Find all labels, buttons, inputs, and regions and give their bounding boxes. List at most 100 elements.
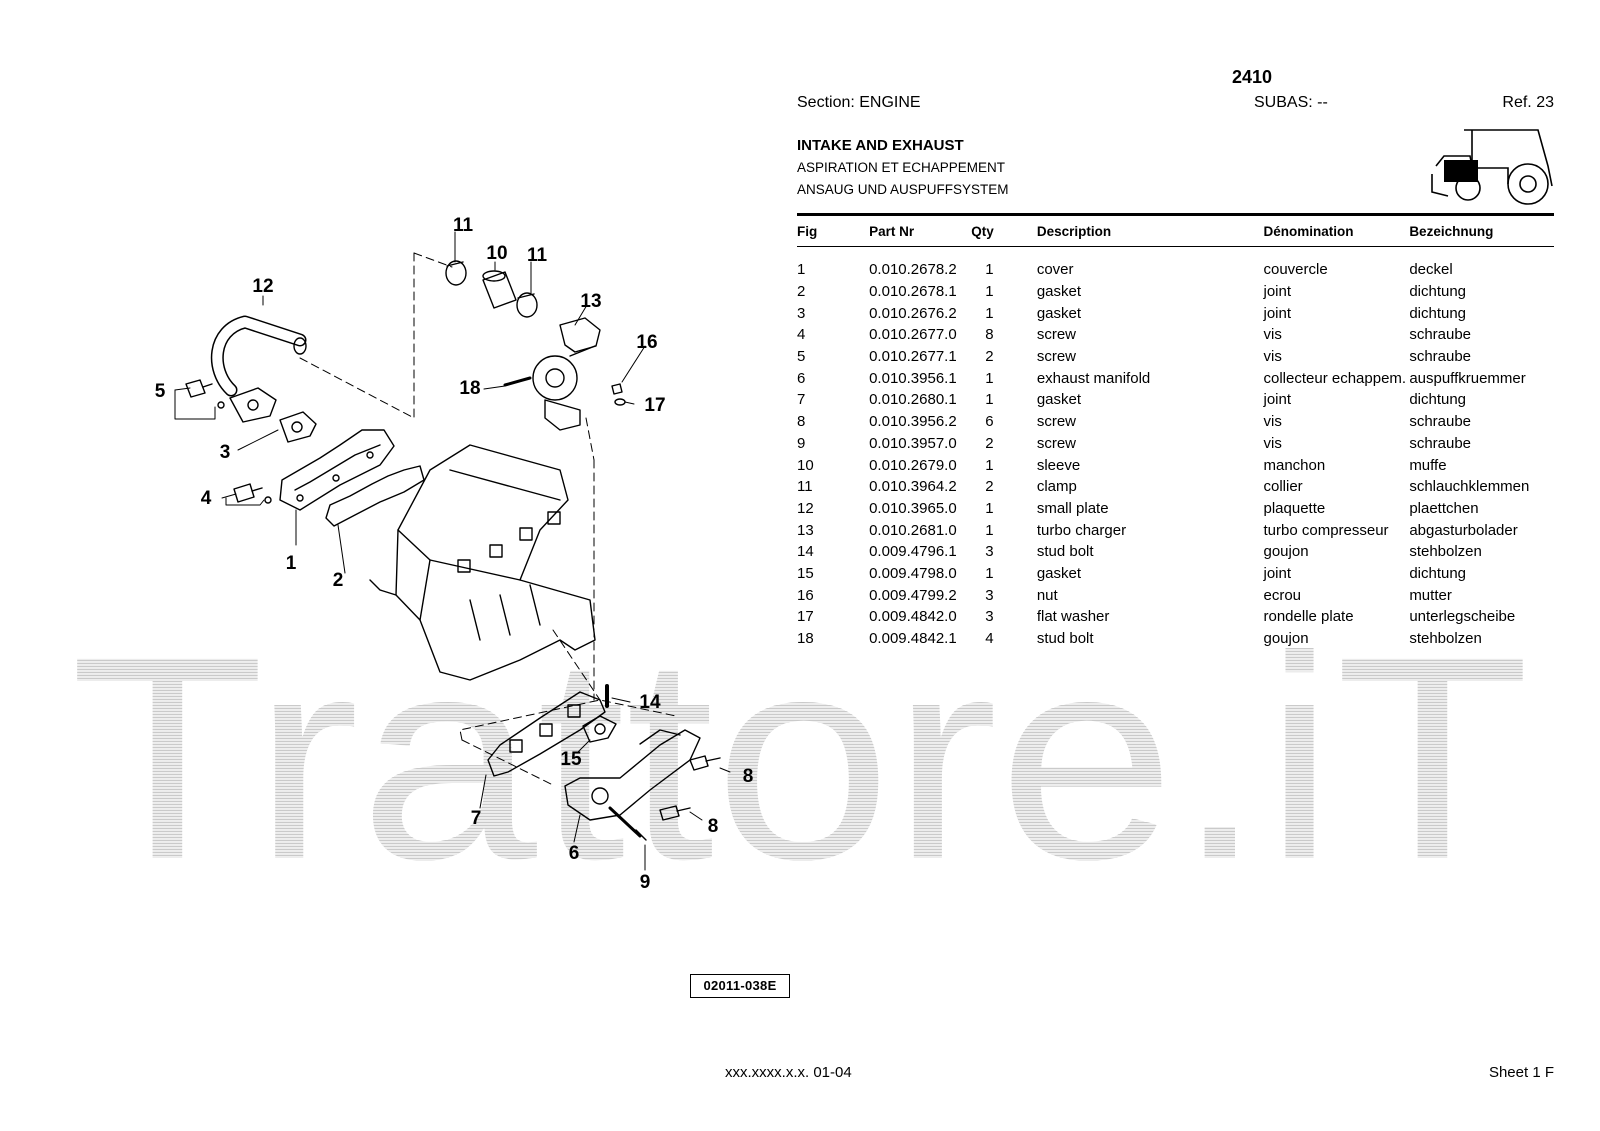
cell-part-nr: 0.010.2677.1: [869, 348, 957, 366]
cell-denomination: joint: [1263, 283, 1292, 301]
cell-description: nut: [1036, 586, 1058, 604]
section-title-french: ASPIRATION ET ECHAPPEMENT: [797, 160, 1006, 175]
callout-8b: 8: [708, 816, 719, 837]
cell-qty: 2: [985, 348, 994, 366]
cell-denomination: plaquette: [1263, 499, 1326, 517]
cell-description: screw: [1036, 434, 1077, 452]
callout-4: 4: [201, 488, 212, 509]
callout-2: 2: [333, 570, 344, 591]
cell-description: stud bolt: [1036, 630, 1094, 648]
cell-fig: 2: [797, 283, 806, 301]
cell-qty: 2: [985, 478, 994, 496]
cell-denomination: couvercle: [1263, 261, 1328, 279]
cell-part-nr: 0.010.3956.1: [869, 369, 957, 387]
cell-description: sleeve: [1036, 456, 1081, 474]
cell-denomination: ecrou: [1263, 586, 1302, 604]
cell-denomination: vis: [1263, 348, 1282, 366]
cell-part-nr: 0.009.4796.1: [869, 543, 957, 561]
cell-qty: 6: [985, 413, 994, 431]
cell-denomination: vis: [1263, 434, 1282, 452]
cell-description: gasket: [1036, 391, 1082, 409]
cell-bezeichnung: muffe: [1409, 456, 1447, 474]
cell-part-nr: 0.009.4798.0: [869, 564, 957, 582]
table-header-row: Fig Part Nr Qty Description Dénomination…: [797, 213, 1554, 247]
cell-part-nr: 0.009.4842.0: [869, 608, 957, 626]
cell-qty: 1: [985, 283, 994, 301]
model-number: 2410: [1232, 67, 1273, 87]
cell-denomination: goujon: [1263, 543, 1309, 561]
cell-fig: 7: [797, 391, 806, 409]
cell-bezeichnung: dichtung: [1409, 564, 1467, 582]
cell-description: flat washer: [1036, 608, 1110, 626]
cell-bezeichnung: dichtung: [1409, 283, 1467, 301]
cell-part-nr: 0.009.4799.2: [869, 586, 957, 604]
cell-bezeichnung: stehbolzen: [1409, 630, 1482, 648]
section-title: INTAKE AND EXHAUST: [797, 137, 964, 154]
callout-12: 12: [252, 276, 273, 297]
cell-description: gasket: [1036, 564, 1082, 582]
exploded-parts-diagram: 1 2 3 4 5 6 7 8 8 9 10 11 11 12 13 14 15…: [155, 215, 754, 893]
cell-bezeichnung: unterlegscheibe: [1409, 608, 1516, 626]
cell-fig: 10: [797, 456, 814, 474]
cell-denomination: joint: [1263, 391, 1292, 409]
col-header-denomination: Dénomination: [1263, 213, 1410, 247]
callout-1: 1: [286, 553, 297, 574]
cell-denomination: rondelle plate: [1263, 608, 1354, 626]
cell-fig: 6: [797, 369, 806, 387]
cell-denomination: joint: [1263, 304, 1292, 322]
cell-bezeichnung: dichtung: [1409, 391, 1467, 409]
cell-denomination: turbo compresseur: [1263, 521, 1389, 539]
cell-denomination: vis: [1263, 326, 1282, 344]
cell-fig: 5: [797, 348, 806, 366]
cell-part-nr: 0.010.2678.2: [869, 261, 957, 279]
cell-denomination: collier: [1263, 478, 1303, 496]
callout-17: 17: [644, 395, 665, 416]
footer-code: xxx.xxxx.x.x. 01-04: [725, 1064, 852, 1081]
cell-description: exhaust manifold: [1036, 369, 1151, 387]
cell-bezeichnung: auspuffkruemmer: [1409, 369, 1526, 387]
cell-part-nr: 0.010.3964.2: [869, 478, 957, 496]
cell-bezeichnung: schraube: [1409, 413, 1472, 431]
cell-fig: 17: [797, 608, 814, 626]
cell-part-nr: 0.010.2680.1: [869, 391, 957, 409]
cell-bezeichnung: schraube: [1409, 434, 1472, 452]
cell-fig: 14: [797, 543, 814, 561]
cell-qty: 3: [985, 543, 994, 561]
cell-qty: 8: [985, 326, 994, 344]
cell-fig: 11: [797, 478, 813, 496]
callout-14: 14: [639, 692, 661, 713]
callout-13: 13: [580, 291, 601, 312]
cell-bezeichnung: schlauchklemmen: [1409, 478, 1530, 496]
cell-part-nr: 0.010.2677.0: [869, 326, 957, 344]
cell-denomination: collecteur echappem.: [1263, 369, 1407, 387]
section-title-german: ANSAUG UND AUSPUFFSYSTEM: [797, 182, 1009, 197]
cell-qty: 2: [985, 434, 994, 452]
cell-qty: 1: [985, 564, 994, 582]
callout-7: 7: [471, 808, 482, 829]
table-row: 17 0.009.4842.0 3 flat washer rondelle plate…: [797, 606, 1554, 628]
cell-bezeichnung: plaettchen: [1409, 499, 1479, 517]
cell-fig: 15: [797, 564, 814, 582]
callout-6: 6: [569, 843, 580, 864]
cell-qty: 3: [985, 608, 994, 626]
drawing-reference: 02011-038E: [690, 974, 790, 998]
cell-fig: 9: [797, 434, 806, 452]
cell-bezeichnung: dichtung: [1409, 304, 1467, 322]
callout-8a: 8: [743, 766, 754, 787]
cell-part-nr: 0.010.2679.0: [869, 456, 957, 474]
cell-part-nr: 0.010.3965.0: [869, 499, 957, 517]
cell-qty: 1: [985, 304, 994, 322]
cell-denomination: goujon: [1263, 630, 1309, 648]
